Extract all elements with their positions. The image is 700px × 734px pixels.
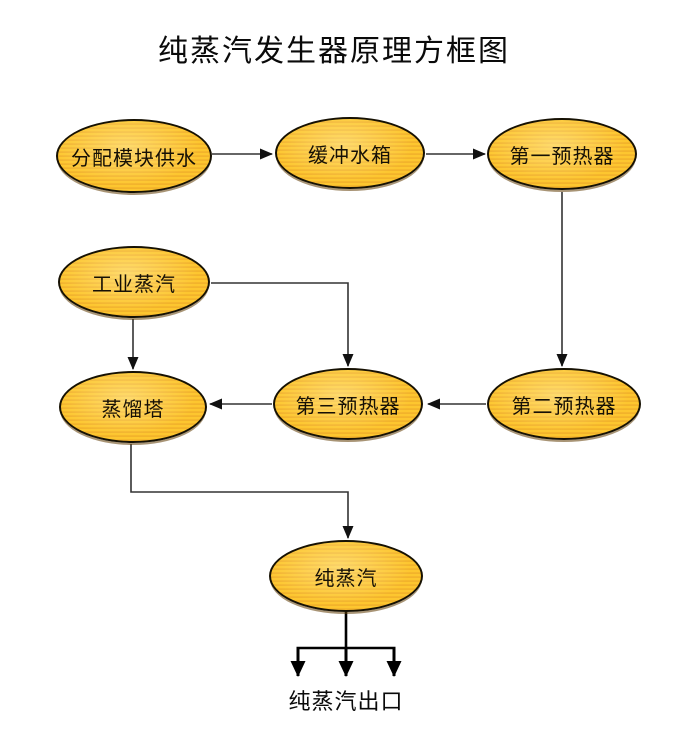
node-buffer-tank: 缓冲水箱: [275, 117, 425, 189]
node-preheater-3: 第三预热器: [273, 368, 423, 440]
node-distillation-column: 蒸馏塔: [59, 371, 207, 443]
node-pure-steam-label: 纯蒸汽: [314, 567, 378, 590]
node-buffer-tank-label: 缓冲水箱: [308, 144, 392, 167]
node-feed-water: 分配模块供水: [56, 119, 212, 193]
node-preheater-1: 第一预热器: [487, 118, 637, 190]
diagram-title: 纯蒸汽发生器原理方框图: [158, 35, 510, 68]
node-preheater-3-label: 第三预热器: [295, 395, 401, 418]
node-preheater-2: 第二预热器: [487, 368, 641, 440]
edge-distillation-to-puresteam: [130, 444, 354, 539]
edge-industrialsteam-to-preheater3: [211, 282, 354, 367]
outlet-manifold: [290, 612, 402, 677]
node-distillation-column-label: 蒸馏塔: [101, 398, 165, 421]
node-preheater-2-label: 第二预热器: [511, 395, 617, 418]
outlet-label: 纯蒸汽出口: [288, 689, 404, 714]
node-preheater-1-label: 第一预热器: [509, 145, 615, 168]
node-industrial-steam-label: 工业蒸汽: [92, 273, 176, 296]
node-pure-steam: 纯蒸汽: [269, 540, 423, 612]
node-industrial-steam: 工业蒸汽: [58, 246, 210, 318]
node-feed-water-label: 分配模块供水: [71, 147, 197, 170]
